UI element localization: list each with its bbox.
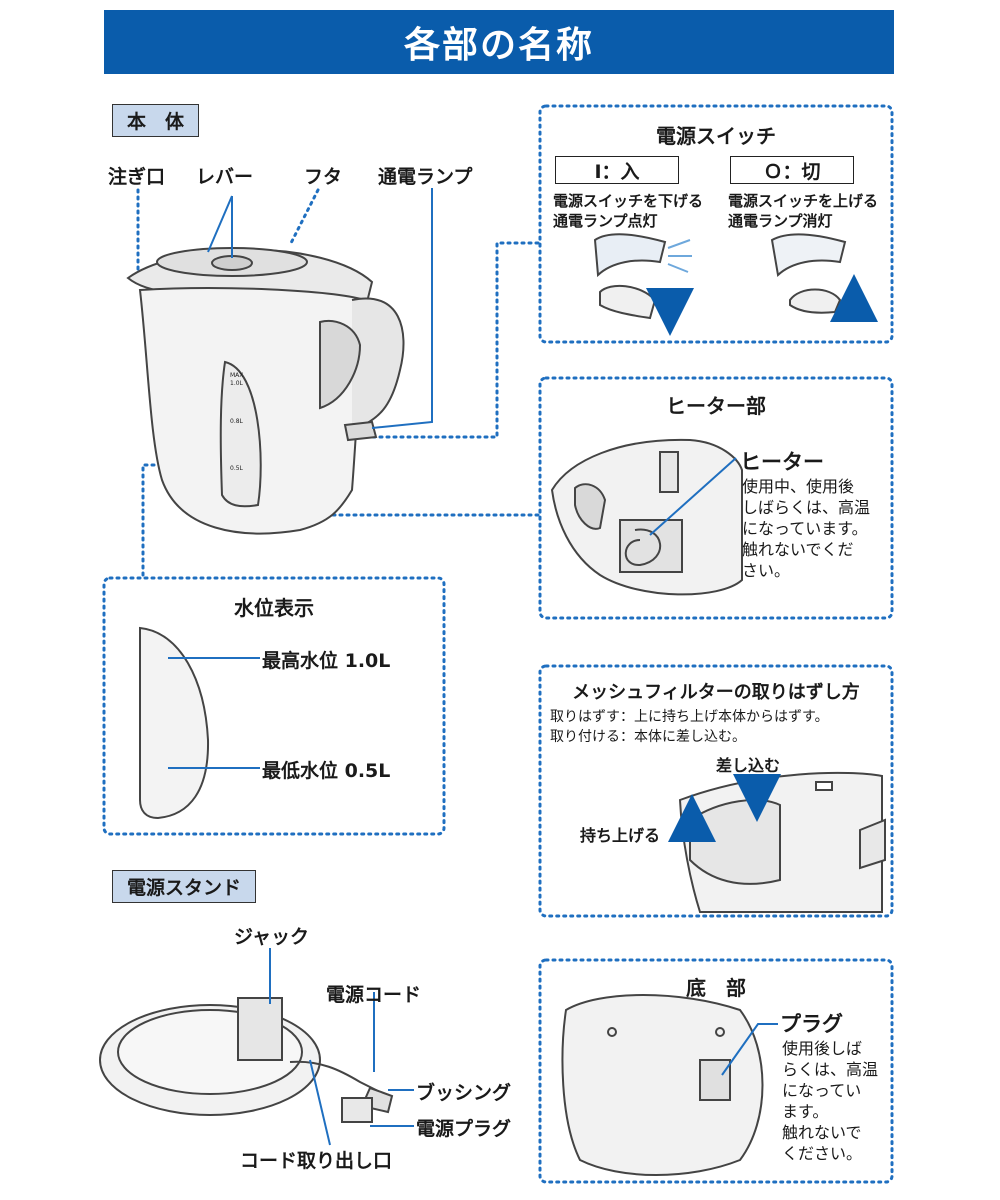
switch-off-illustration [770,233,847,314]
stand-cord-label: 電源コード [326,984,422,1006]
water-level-max: 最高水位 1.0L [262,650,391,672]
gauge-mark-08l: 0.8L [230,418,243,425]
switch-on-label: Ⅰ：入 [555,156,679,184]
gauge-mark-05l: 0.5L [230,465,243,472]
bottom-illustration [561,994,764,1176]
page-title: 各部の名称 [104,10,894,74]
bottom-desc-5: 触れないで [782,1123,862,1142]
stand-jack-label: ジャック [234,926,310,948]
power-switch-title: 電源スイッチ [656,124,776,148]
switch-off-desc-2: 通電ランプ消灯 [728,212,833,230]
water-level-title: 水位表示 [234,596,314,620]
heater-desc-5: さい。 [742,561,791,580]
heater-title: ヒーター部 [666,394,766,418]
bottom-plug-label: プラグ [780,1012,843,1036]
heater-label: ヒーター [740,450,824,474]
switch-on-desc-2: 通電ランプ点灯 [553,212,658,230]
mesh-filter-attach: 取り付ける：本体に差し込む。 [550,729,746,745]
label-lamp: 通電ランプ [378,166,473,188]
switch-on-desc-1: 電源スイッチを下げる [553,192,704,210]
stand-plug-label: 電源プラグ [416,1118,512,1140]
water-gauge-illustration [139,626,210,820]
bottom-desc-1: 使用後しば [782,1039,863,1058]
lamp-connector [350,241,542,439]
stand-cord-outlet-label: コード取り出し口 [240,1150,393,1172]
mesh-filter-illustration [678,771,886,913]
mesh-filter-insert-label: 差し込む [716,756,781,775]
bottom-desc-3: になってい [782,1081,862,1100]
heater-panel [538,376,894,620]
water-level-min: 最低水位 0.5L [262,760,391,782]
bottom-desc-4: ます。 [782,1102,829,1121]
stand-bushing-label: ブッシング [416,1082,512,1104]
lamp-leader [371,188,433,429]
heater-illustration [550,438,743,596]
heater-desc-2: しばらくは、高温 [742,498,871,517]
switch-on-illustration [593,233,692,320]
lever-leader-a [207,195,233,253]
heater-leader [649,457,737,536]
main-body-tag: 本 体 [112,104,200,137]
plug-leader-bottom [721,1023,778,1076]
heater-desc-1: 使用中、使用後 [742,477,855,496]
stand-tag: 電源スタンド [112,870,257,903]
bottom-desc-6: ください。 [782,1144,863,1163]
switch-off-label: Ｏ：切 [730,156,854,184]
heater-desc-3: になっています。 [742,519,868,538]
mesh-filter-title: メッシュフィルターの取りはずし方 [572,682,860,703]
lid-leader [288,188,320,247]
bottom-panel [538,958,894,1184]
mesh-filter-panel [538,664,894,918]
mesh-filter-remove: 取りはずす：上に持ち上げ本体からはずす。 [550,709,829,725]
label-lever: レバー [196,166,254,188]
outlet-leader [309,1059,331,1146]
heater-desc-4: 触れないでくだ [742,540,854,559]
label-lid: フタ [304,166,343,188]
water-level-panel [102,576,446,836]
gauge-mark-1l: 1.0L [230,380,243,387]
power-stand-illustration [99,997,394,1123]
gauge-mark-max: MAX [230,372,244,379]
switch-off-desc-1: 電源スイッチを上げる [728,192,879,210]
label-spout: 注ぎ口 [108,166,166,188]
kettle-illustration [126,247,405,535]
power-switch-panel [538,104,894,344]
bottom-title: 底 部 [686,976,746,1000]
mesh-filter-lift-label: 持ち上げる [580,826,661,845]
bottom-desc-2: らくは、高温 [782,1060,879,1079]
